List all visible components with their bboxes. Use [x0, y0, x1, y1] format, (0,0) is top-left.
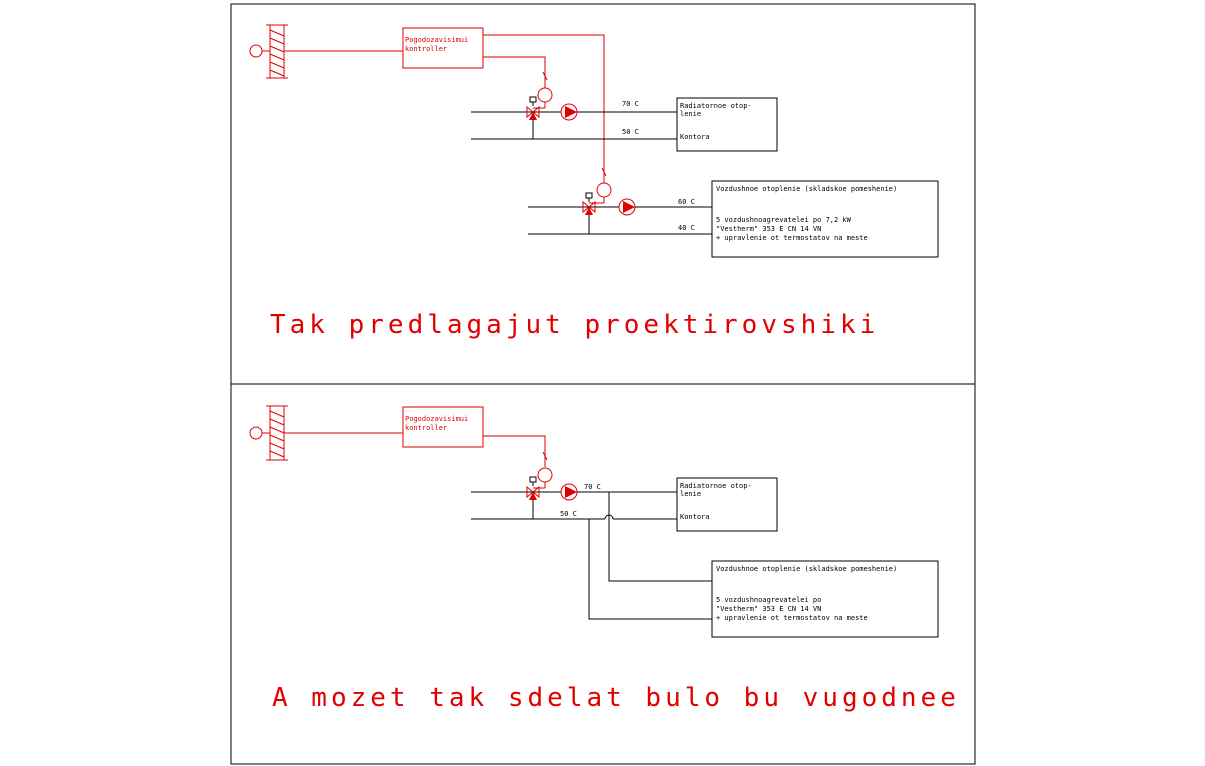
air-heating-label-4: + upravlenie ot termostatov na meste [716, 234, 868, 242]
air-return-branch [588, 519, 712, 620]
controller-label-1: Pogodozavisimui [405, 36, 468, 44]
top-scheme: Pogodozavisimui kontroller 70 C 50 [249, 24, 939, 340]
air-heating-label-1: Vozdushnoe otoplenie (skladskoe pomeshen… [716, 565, 897, 573]
air-heating-label-1: Vozdushnoe otoplenie (skladskoe pomeshen… [716, 185, 897, 193]
control-line-2 [483, 34, 605, 183]
radiator-heating-box [676, 97, 778, 152]
controller-label-2: kontroller [405, 45, 447, 53]
return-temp-label: 50 C [560, 510, 577, 518]
top-caption: Tak predlagajut proektirovshiki [270, 310, 879, 340]
supply-temp-label: 70 C [584, 483, 601, 491]
control-line [483, 435, 546, 467]
controller-label-1: Pogodozavisimui [405, 415, 468, 423]
supply-temp-label-1: 70 C [622, 100, 639, 108]
return-temp-label-1: 50 C [622, 128, 639, 136]
radiator-label-3: Kontora [680, 513, 710, 521]
controller-box [402, 27, 484, 69]
control-line-1 [483, 56, 546, 88]
bottom-caption: A mozet tak sdelat bulo bu vugodnee [272, 683, 960, 713]
controller-label-2: kontroller [405, 424, 447, 432]
air-heating-label-3: "Vestherm" 353 E CN 14 VN [716, 605, 821, 613]
outdoor-sensor-icon [249, 405, 288, 461]
air-heating-box [711, 560, 939, 638]
air-heating-box [711, 180, 939, 258]
three-way-valve-icon [526, 476, 540, 500]
three-way-valve-icon [582, 192, 596, 215]
return-temp-label-2: 40 C [678, 224, 695, 232]
pump-icon [560, 103, 578, 121]
radiator-label-1: Radiatornoe otop- [680, 102, 752, 110]
air-supply-branch [608, 492, 712, 582]
radiator-heating-box [676, 477, 778, 532]
outdoor-sensor-icon [249, 24, 288, 79]
three-way-valve-icon [526, 96, 540, 120]
radiator-label-3: Kontora [680, 133, 710, 141]
radiator-label-2: lenie [680, 110, 701, 118]
air-heating-label-4: + upravlenie ot termostatov na meste [716, 614, 868, 622]
pump-icon [618, 198, 636, 216]
air-heating-label-3: "Vestherm" 353 E CN 14 VN [716, 225, 821, 233]
controller-box [402, 406, 484, 448]
pump-icon [560, 483, 578, 501]
radiator-label-1: Radiatornoe otop- [680, 482, 752, 490]
valve-actuator-icon [533, 71, 553, 109]
bottom-scheme: Pogodozavisimui kontroller 70 C 5 [249, 405, 960, 713]
air-heating-label-2: 5 vozdushnoagrevatelei po 7,2 kW [716, 216, 852, 224]
valve-actuator-icon [533, 451, 553, 489]
radiator-label-2: lenie [680, 490, 701, 498]
air-heating-label-2: 5 vozdushnoagrevatelei po [716, 596, 821, 604]
supply-temp-label-2: 60 C [678, 198, 695, 206]
valve-actuator-icon [589, 167, 612, 204]
